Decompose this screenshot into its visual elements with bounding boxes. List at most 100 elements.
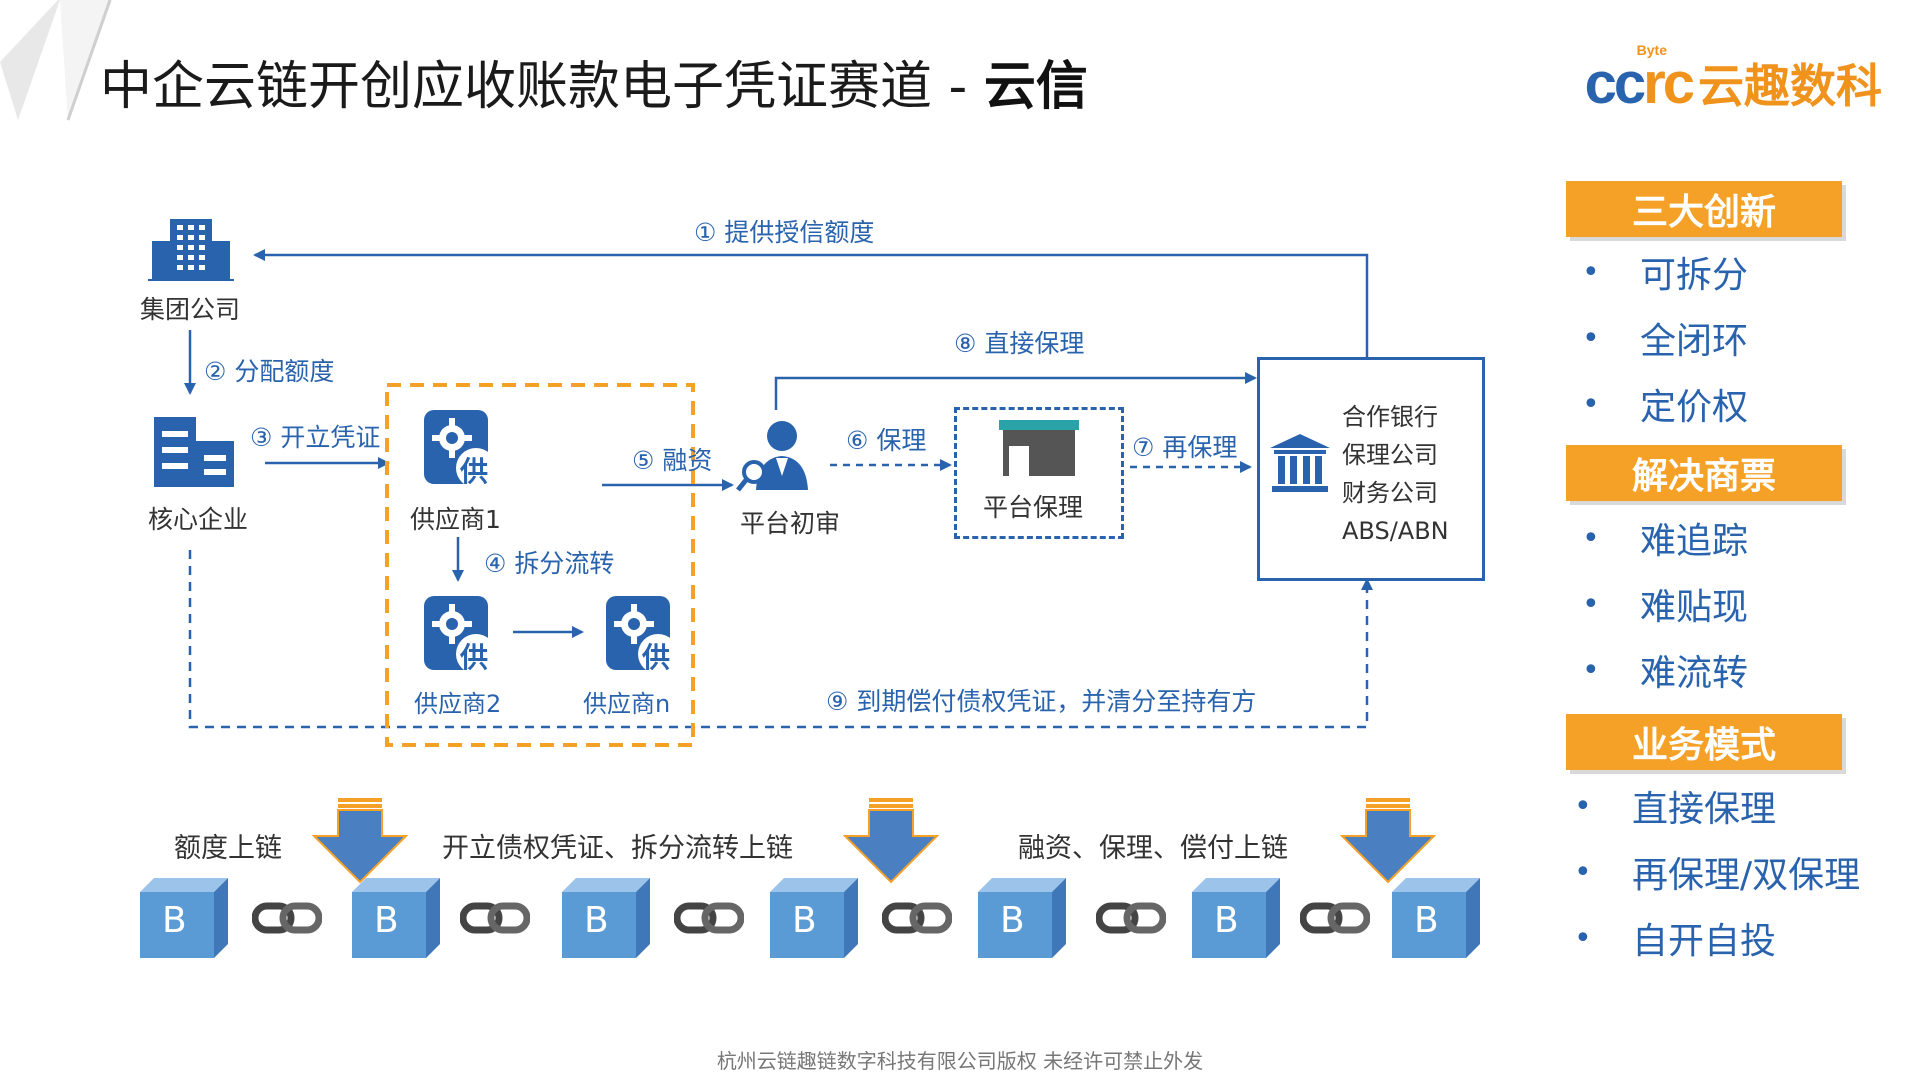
shop-icon (999, 420, 1079, 476)
supplier-badge: 供 (642, 641, 671, 674)
sidebar-item: • 自开自投 (1574, 912, 1776, 964)
enterprise-icon (154, 417, 234, 487)
institution-list: 合作银行 保理公司 财务公司 ABS/ABN (1342, 398, 1449, 550)
block-letter: B (584, 900, 609, 941)
gear-icon (424, 596, 496, 674)
bullet: • (1574, 920, 1592, 956)
logo-mark: ccrc Byte (1584, 41, 1695, 116)
bullet: • (1582, 254, 1600, 290)
bullet: • (1574, 788, 1592, 824)
bullet: • (1574, 854, 1592, 890)
reviewer-icon (736, 421, 808, 492)
company-logo: ccrc Byte 云趣数科 (1584, 41, 1882, 118)
sidebar-item-label: 难贴现 (1640, 587, 1749, 628)
step-8-label: ⑧ 直接保理 (954, 329, 1085, 358)
block: B (352, 878, 440, 958)
sidebar-item-label: 定价权 (1640, 387, 1749, 428)
down-arrow-icon (843, 798, 939, 884)
step-7-label: ⑦ 再保理 (1132, 433, 1238, 462)
suppliern-icon: 供 (604, 594, 678, 674)
block: B (1192, 878, 1280, 958)
logo-sup: Byte (1636, 41, 1668, 58)
bullet: • (1582, 652, 1600, 688)
chain-link-icon (1096, 902, 1166, 934)
sidebar-item-label: 自开自投 (1632, 921, 1777, 962)
block: B (978, 878, 1066, 958)
platform-factoring-box: 平台保理 (954, 407, 1124, 539)
chain-label-issue: 开立债权凭证、拆分流转上链 (442, 833, 793, 864)
arrow-direct-factoring (774, 372, 1257, 410)
sidebar-item-label: 再保理/双保理 (1632, 855, 1861, 896)
chain-link-icon (1300, 902, 1370, 934)
step-5-label: ⑤ 融资 (632, 446, 713, 475)
block: B (1392, 878, 1480, 958)
block-letter: B (374, 900, 399, 941)
block-letter: B (1414, 900, 1439, 941)
sidebar-item-label: 可拆分 (1640, 255, 1749, 296)
chain-link-icon (252, 902, 322, 934)
supplier-badge: 供 (460, 455, 489, 488)
sidebar-item: • 难贴现 (1582, 578, 1748, 630)
sidebar-heading-innovation: 三大创新 (1566, 181, 1842, 237)
chain-link-icon (882, 902, 952, 934)
step-4-label: ④ 拆分流转 (484, 549, 615, 578)
arrow-repayment (188, 550, 1373, 729)
institution-finance: 财务公司 (1342, 479, 1438, 507)
block-letter: B (1214, 900, 1239, 941)
sidebar-item: •难追踪 (1582, 512, 1748, 564)
page-title: 中企云链开创应收账款电子凭证赛道 - 云信 (100, 44, 1088, 119)
chain-link-icon (460, 902, 530, 934)
step-3-label: ③ 开立凭证 (250, 423, 381, 452)
block: B (140, 878, 228, 958)
sidebar-item-label: 直接保理 (1632, 789, 1777, 830)
sidebar-heading-business-model: 业务模式 (1566, 714, 1842, 770)
suppliern-label: 供应商n (583, 690, 671, 718)
block: B (770, 878, 858, 958)
sidebar-item-label: 全闭环 (1640, 321, 1749, 362)
financial-institutions-box: 合作银行 保理公司 财务公司 ABS/ABN (1257, 357, 1485, 581)
block-letter: B (162, 900, 187, 941)
supplier2-label: 供应商2 (414, 690, 502, 718)
institution-bank: 合作银行 (1342, 403, 1438, 431)
supplier2-icon: 供 (422, 594, 496, 674)
arrow-credit-line (253, 249, 1369, 357)
group-company-label: 集团公司 (140, 295, 241, 324)
sidebar-item: • 可拆分 (1582, 246, 1748, 298)
institution-abs: ABS/ABN (1342, 517, 1449, 545)
bullet: • (1582, 586, 1600, 622)
supplier1-label: 供应商1 (410, 505, 501, 534)
bullet: • (1582, 386, 1600, 422)
logo-text: 云趣数科 (1698, 59, 1882, 113)
bullet: • (1582, 520, 1600, 556)
down-arrow-icon (312, 798, 408, 884)
step-9-label: ⑨ 到期偿付债权凭证，并清分至持有方 (826, 687, 1257, 716)
sidebar-item: •难流转 (1582, 644, 1748, 696)
sidebar-heading-problems: 解决商票 (1566, 445, 1842, 501)
step-2-label: ② 分配额度 (204, 357, 335, 386)
corner-decoration (0, 0, 112, 122)
chain-label-finance: 融资、保理、偿付上链 (1018, 833, 1288, 864)
step-6-label: ⑥ 保理 (846, 426, 927, 455)
bank-icon (1270, 434, 1330, 492)
sidebar-item: • 再保理/双保理 (1574, 846, 1860, 898)
block-letter: B (792, 900, 817, 941)
step-1-label: ① 提供授信额度 (694, 218, 875, 247)
title-bold: 云信 (983, 57, 1088, 117)
gear-icon (606, 596, 678, 674)
down-arrow-icon (1340, 798, 1436, 884)
supplier-group-box (385, 383, 695, 747)
block: B (562, 878, 650, 958)
core-enterprise-label: 核心企业 (148, 505, 249, 534)
gear-icon (424, 410, 496, 488)
chain-link-icon (674, 902, 744, 934)
sidebar-item: • 直接保理 (1574, 780, 1776, 832)
footer-copyright: 杭州云链趣链数字科技有限公司版权 未经许可禁止外发 (716, 1049, 1204, 1073)
sidebar-item: • 定价权 (1582, 378, 1748, 430)
supplier-badge: 供 (460, 641, 489, 674)
platform-review-label: 平台初审 (740, 509, 841, 538)
block-letter: B (1000, 900, 1025, 941)
institution-factoring: 保理公司 (1342, 441, 1438, 469)
platform-factoring-label: 平台保理 (983, 493, 1084, 522)
supplier1-icon: 供 (422, 408, 496, 488)
